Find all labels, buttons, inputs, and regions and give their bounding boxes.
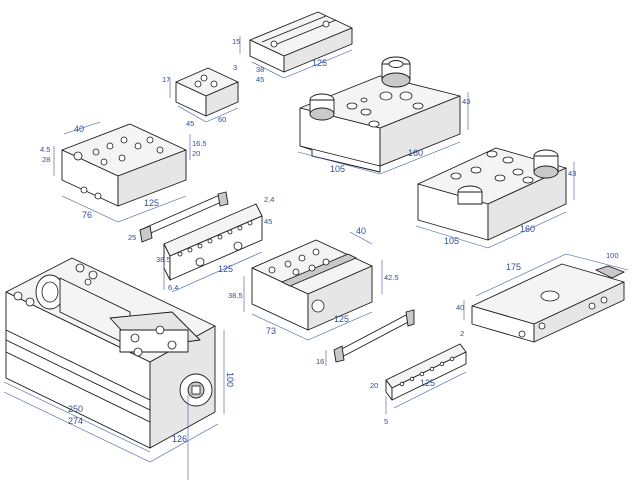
dim-a-l: 125 [144,198,159,208]
dim-a-r2: 20 [192,149,200,158]
dim-a-s1: 4.5 [40,145,50,154]
dim-ja-d: 38.5 [156,255,171,264]
dim-a-s2: 28 [42,155,50,164]
dim-br-w: 100 [606,251,619,260]
dim-c-l: 38.5 [228,291,243,300]
jaw-strip-a: 25 2.4 45 38.5 125 6.4 [128,191,274,293]
base-rail: 175 100 40 [456,251,629,343]
dim-long-c: 45 [256,75,264,84]
block-long: 15 38 45 125 [232,11,353,84]
dim-vise-height: 100 [225,372,235,387]
dim-jb-t: 2 [460,329,464,338]
dim-jb-h: 20 [370,381,378,390]
dim-c-w: 73 [266,326,276,336]
dim-c-top: 40 [356,226,366,236]
dim-a-top: 40 [74,124,84,134]
dim-pa-h: 43 [462,97,470,106]
dim-small-t: 3 [233,63,237,72]
top-plate-a: 105 160 43 [297,56,470,175]
block-a: 40 4.5 28 16.5 20 125 76 [40,121,207,223]
dim-br-h: 40 [456,303,464,312]
dim-long-l: 125 [312,58,327,68]
dim-pa-w: 105 [330,164,345,174]
top-plate-b: 105 160 43 [415,147,576,249]
dim-jb-s: 16 [316,357,324,366]
dim-jb-l: 125 [420,378,435,388]
dim-ja-b: 2.4 [264,195,274,204]
dim-pb-w: 105 [444,236,459,246]
dim-a-r1: 16.5 [192,139,207,148]
main-vise: 100 250 274 126 [3,257,235,480]
dim-ja-l: 125 [218,264,233,274]
dim-vise-width: 126 [172,434,187,444]
jaw-strip-b: 2 20 125 5 16 [316,309,467,426]
block-c: 40 42.5 38.5 73 125 [228,226,399,341]
dim-pb-h: 43 [568,169,576,178]
dim-small-w: 45 [186,119,194,128]
block-small: 17 45 60 3 [162,63,239,128]
dim-ja-c: 45 [264,217,272,226]
dim-small-l: 60 [218,115,226,124]
dim-c-r: 42.5 [384,273,399,282]
dim-a-w: 76 [82,210,92,220]
dim-vise-length: 250 [68,404,83,414]
dim-ja-e: 6.4 [168,283,178,292]
dim-vise-overall: 274 [68,416,83,426]
dim-c-len: 125 [334,314,349,324]
dim-ja-a: 25 [128,233,136,242]
dim-br-l: 175 [506,262,521,272]
dim-long-a: 15 [232,37,240,46]
dim-long-b: 38 [256,65,264,74]
dim-small-h: 17 [162,75,170,84]
dim-jb-w: 5 [384,417,388,426]
dim-pb-l: 160 [520,224,535,234]
dim-pa-l: 160 [408,148,423,158]
